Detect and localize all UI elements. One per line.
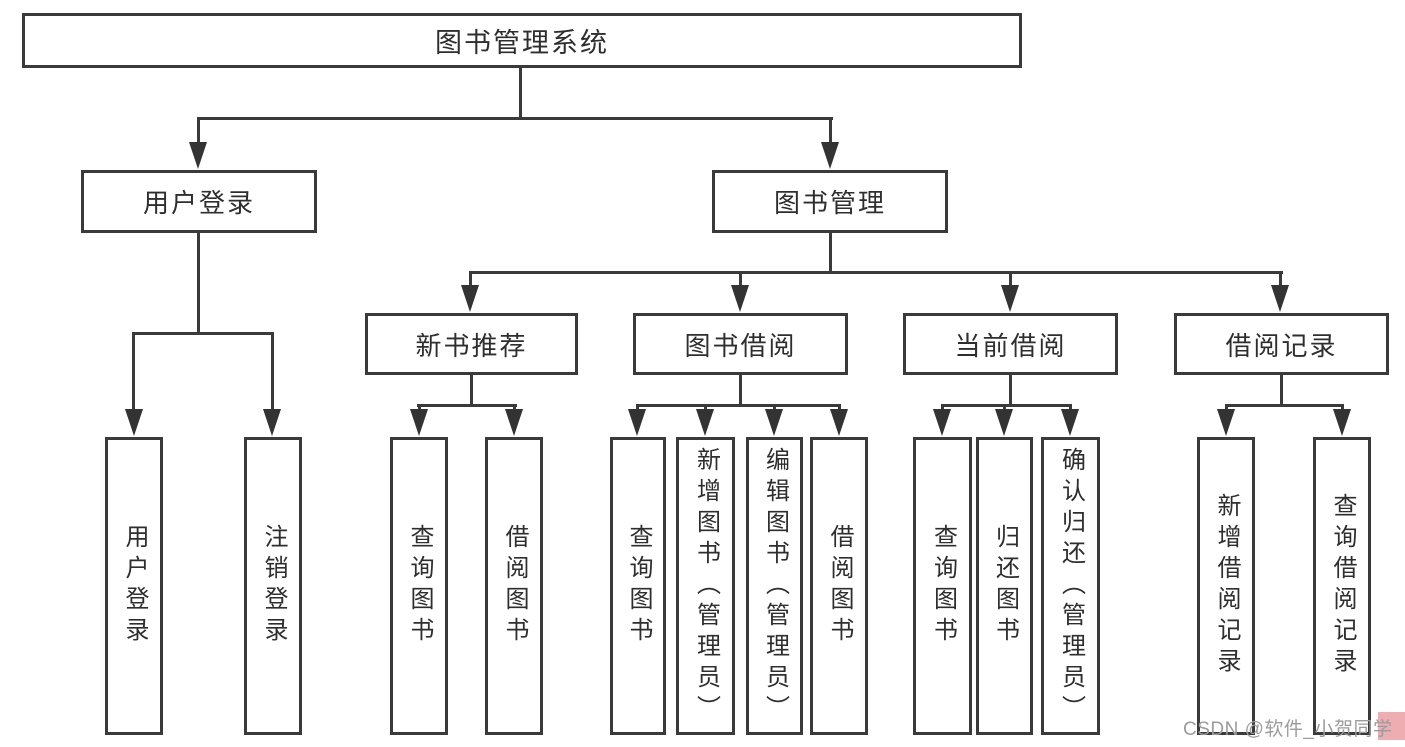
leaf-add-borrow-record: 新增借阅记录	[1197, 437, 1255, 735]
node-user-login: 用户登录	[81, 170, 317, 233]
arrowhead-to-book-management	[821, 142, 839, 169]
leaf-user-login: 用户登录	[105, 437, 163, 735]
leaf-borrow-books: 借阅图书	[810, 437, 868, 735]
connector-records-stem	[1280, 375, 1283, 407]
arrowhead-to-leaf	[765, 409, 783, 436]
connector-newbook-stem	[470, 375, 473, 407]
connector-borrowing-rail	[636, 404, 841, 407]
leaf-return-books: 归还图书	[976, 437, 1033, 735]
connector-level3-drop-1	[469, 271, 472, 291]
node-library-system-label: 图书管理系统	[435, 28, 609, 58]
leaf-borrow-books-recommend: 借阅图书	[485, 437, 543, 735]
connector-current-stem	[1009, 375, 1012, 407]
arrowhead-to-user-login	[189, 142, 207, 169]
node-book-borrowing-label: 图书借阅	[684, 330, 797, 361]
connector-level3-drop-3	[1009, 271, 1012, 291]
arrowhead-to-leaf	[125, 409, 143, 436]
node-book-borrowing: 图书借阅	[633, 313, 848, 375]
arrowhead-to-leaf	[1061, 409, 1079, 436]
connector-newbook-rail	[417, 404, 517, 407]
connector-userlogin-drop-2	[271, 332, 274, 414]
node-library-system: 图书管理系统	[22, 13, 1022, 68]
connector-bookmgmt-stem	[829, 233, 832, 274]
arrowhead-to-leaf	[410, 409, 428, 436]
connector-borrowing-stem	[739, 375, 742, 407]
node-new-book-recommendation: 新书推荐	[365, 313, 578, 375]
leaf-borrow-books-label: 借阅图书	[826, 524, 853, 648]
leaf-borrow-books-recommend-label: 借阅图书	[501, 524, 528, 648]
connector-level3-drop-4	[1279, 271, 1282, 291]
connector-userlogin-drop-1	[132, 332, 135, 414]
node-current-borrowing: 当前借阅	[903, 313, 1118, 375]
connector-level3-drop-2	[739, 271, 742, 291]
node-current-borrowing-label: 当前借阅	[954, 330, 1067, 361]
arrowhead-to-book-borrowing	[731, 285, 749, 312]
connector-userlogin-rail	[132, 332, 274, 335]
arrowhead-to-leaf	[1217, 409, 1235, 436]
node-user-login-label: 用户登录	[142, 188, 255, 218]
arrowhead-to-borrowing-records	[1271, 285, 1289, 312]
node-new-book-recommendation-label: 新书推荐	[415, 330, 528, 361]
connector-root-stem	[519, 68, 522, 119]
leaf-query-books-current-label: 查询图书	[929, 524, 957, 648]
leaf-query-books-current: 查询图书	[913, 437, 972, 735]
leaf-edit-books-admin: 编辑图书（管理员）	[746, 437, 803, 735]
leaf-query-books-borrowing-label: 查询图书	[625, 524, 652, 648]
node-borrowing-records-label: 借阅记录	[1225, 330, 1338, 361]
arrowhead-to-current-borrowing	[1001, 285, 1019, 312]
leaf-user-login-label: 用户登录	[121, 524, 148, 648]
watermark: CSDN @软件_小贺同学	[1183, 719, 1393, 740]
arrowhead-to-leaf	[933, 409, 951, 436]
watermark-accent	[1378, 712, 1405, 740]
leaf-query-books-recommend: 查询图书	[390, 437, 448, 735]
node-borrowing-records: 借阅记录	[1174, 313, 1389, 375]
connector-level2-drop-left	[197, 117, 200, 146]
leaf-confirm-return-admin-label: 确认归还（管理员）	[1057, 446, 1085, 726]
leaf-return-books-label: 归还图书	[991, 524, 1019, 648]
node-book-management: 图书管理	[712, 170, 948, 233]
arrowhead-to-leaf	[505, 409, 523, 436]
arrowhead-to-leaf	[696, 409, 714, 436]
connector-userlogin-stem	[197, 233, 200, 335]
arrowhead-to-leaf	[628, 409, 646, 436]
arrowhead-to-leaf	[995, 409, 1013, 436]
arrowhead-to-leaf	[1333, 409, 1351, 436]
arrowhead-to-leaf	[263, 409, 281, 436]
leaf-add-books-admin: 新增图书（管理员）	[676, 437, 735, 735]
leaf-logout: 注销登录	[244, 437, 302, 735]
leaf-query-books-recommend-label: 查询图书	[406, 524, 433, 648]
connector-records-rail	[1225, 404, 1344, 407]
connector-level2-rail	[197, 117, 833, 120]
arrowhead-to-new-book	[461, 285, 479, 312]
connector-level3-rail	[469, 271, 1283, 274]
leaf-query-books-borrowing: 查询图书	[610, 437, 666, 735]
leaf-logout-label: 注销登录	[260, 524, 287, 648]
arrowhead-to-leaf	[830, 409, 848, 436]
leaf-edit-books-admin-label: 编辑图书（管理员）	[761, 446, 789, 726]
leaf-add-borrow-record-label: 新增借阅记录	[1213, 493, 1240, 679]
leaf-query-borrow-record-label: 查询借阅记录	[1329, 493, 1356, 679]
connector-level2-drop-right	[829, 117, 832, 146]
leaf-add-books-admin-label: 新增图书（管理员）	[692, 446, 720, 726]
connector-current-rail	[941, 404, 1072, 407]
node-book-management-label: 图书管理	[773, 188, 886, 218]
leaf-query-borrow-record: 查询借阅记录	[1313, 437, 1371, 735]
leaf-confirm-return-admin: 确认归还（管理员）	[1041, 437, 1100, 735]
